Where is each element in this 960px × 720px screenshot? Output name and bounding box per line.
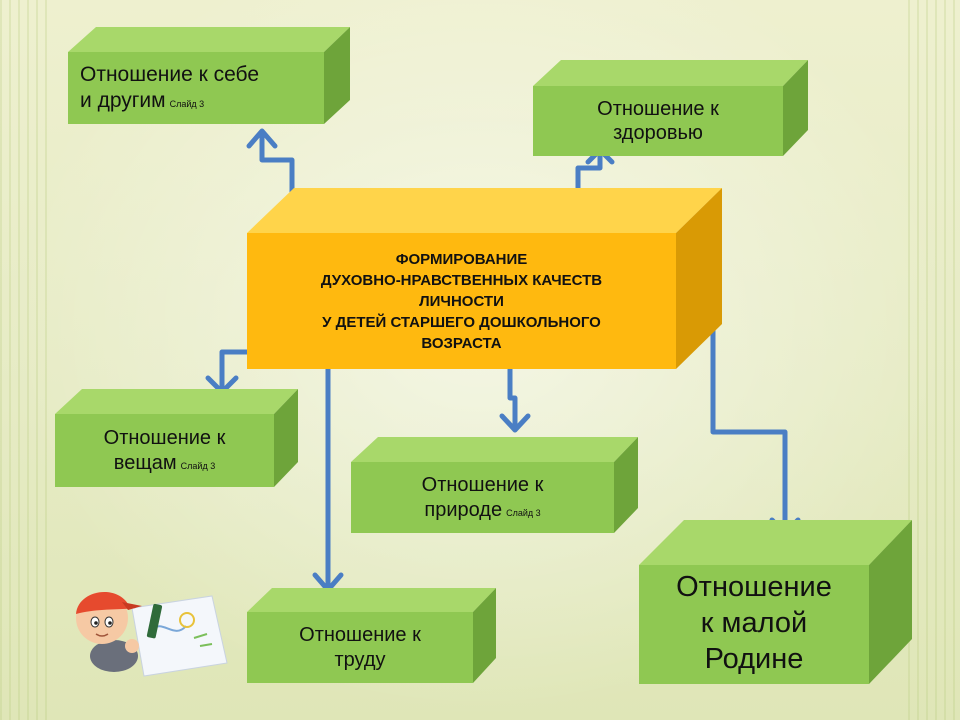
health-line1: Отношение к xyxy=(597,97,719,120)
nature-line2: природе xyxy=(424,498,503,521)
things-line2: вещам xyxy=(113,451,177,474)
center-line-1: ФОРМИРОВАНИЕ xyxy=(395,250,528,268)
label-homeland: Отношение к малой Родине xyxy=(639,562,869,684)
child-drawing-icon xyxy=(76,591,228,677)
labor-line2: труду xyxy=(334,648,386,671)
health-line2: здоровью xyxy=(613,122,703,144)
arrow-to-homeland xyxy=(710,321,788,535)
things-line1: Отношение к xyxy=(103,427,226,450)
arrow-head-nature xyxy=(499,413,531,433)
arrow-to-health xyxy=(575,149,603,191)
arrow-to-things xyxy=(219,349,251,395)
center-line-3: ЛИЧНОСТИ xyxy=(419,292,504,310)
self-others-note: Слайд 3 xyxy=(169,99,205,109)
label-health: Отношение к здоровью xyxy=(533,86,783,156)
right-edge-stripes xyxy=(908,0,960,720)
homeland-line1: Отношение xyxy=(676,570,832,603)
things-note: Слайд 3 xyxy=(180,460,216,471)
homeland-line3: Родине xyxy=(704,643,804,676)
center-line-4: У ДЕТЕЙ СТАРШЕГО ДОШКОЛЬНОГО xyxy=(322,313,601,331)
self-others-line2: и другим xyxy=(80,89,166,112)
arrow-to-nature xyxy=(507,365,518,431)
left-edge-stripes xyxy=(0,0,52,720)
homeland-line2: к малой xyxy=(700,606,808,639)
nature-line1: Отношение к xyxy=(421,474,544,497)
label-labor: Отношение к труду xyxy=(247,612,473,683)
self-others-line1: Отношение к себе xyxy=(80,63,260,87)
nature-note: Слайд 3 xyxy=(506,507,541,518)
center-line-2: ДУХОВНО-НРАВСТВЕННЫХ КАЧЕСТВ xyxy=(320,271,603,289)
arrow-to-self-others xyxy=(259,129,295,196)
labor-line1: Отношение к xyxy=(299,624,421,647)
center-line-5: ВОЗРАСТА xyxy=(421,334,502,352)
center-title: ФОРМИРОВАНИЕ ДУХОВНО-НРАВСТВЕННЫХ КАЧЕСТ… xyxy=(247,233,676,369)
arrow-head-self-others xyxy=(246,128,278,149)
